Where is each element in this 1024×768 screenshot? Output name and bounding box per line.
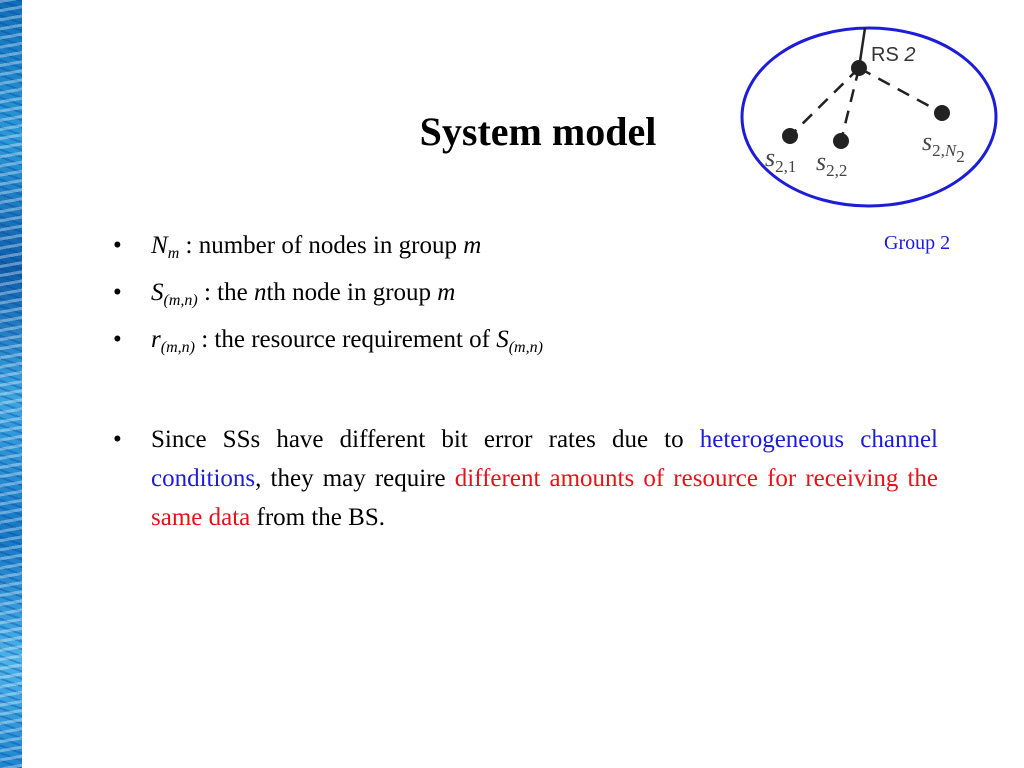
group-label: Group 2 bbox=[884, 232, 951, 254]
node-label-s22: s2,2 bbox=[816, 147, 847, 180]
bullet-item-rmn: r(m,n) : the resource requirement of S(m… bbox=[110, 322, 543, 369]
node-label-s21: s2,1 bbox=[765, 143, 796, 176]
decorative-left-bar bbox=[0, 0, 22, 768]
link-to-s21 bbox=[789, 67, 860, 137]
bullet-item-nm: Nm : number of nodes in group m bbox=[110, 228, 543, 275]
bullet-item-smn: S(m,n) : the nth node in group m bbox=[110, 275, 543, 322]
explanation-list: Since SSs have different bit error rates… bbox=[110, 420, 938, 537]
group-ellipse bbox=[740, 26, 998, 208]
subscriber-node-s22 bbox=[833, 133, 849, 149]
link-to-s22 bbox=[839, 67, 861, 142]
highlight-channel-conditions: heterogeneous channel conditions bbox=[151, 426, 938, 492]
slide-title: System model bbox=[419, 109, 657, 154]
subscriber-node-s2n2 bbox=[934, 105, 950, 121]
subscriber-node-s21 bbox=[782, 128, 798, 144]
relay-station-label: RS 2 bbox=[871, 44, 915, 66]
link-to-s2n2 bbox=[858, 66, 943, 115]
bullet-item-explanation: Since SSs have different bit error rates… bbox=[110, 420, 938, 537]
relay-station-node bbox=[851, 60, 867, 76]
group-diagram: RS 2 s2,1 s2,2 s2,N2 bbox=[740, 26, 998, 208]
node-label-s2n2: s2,N2 bbox=[922, 127, 965, 166]
definition-list: Nm : number of nodes in group m S(m,n) :… bbox=[110, 228, 543, 369]
highlight-different-resource: different amounts of resource for receiv… bbox=[151, 465, 939, 531]
